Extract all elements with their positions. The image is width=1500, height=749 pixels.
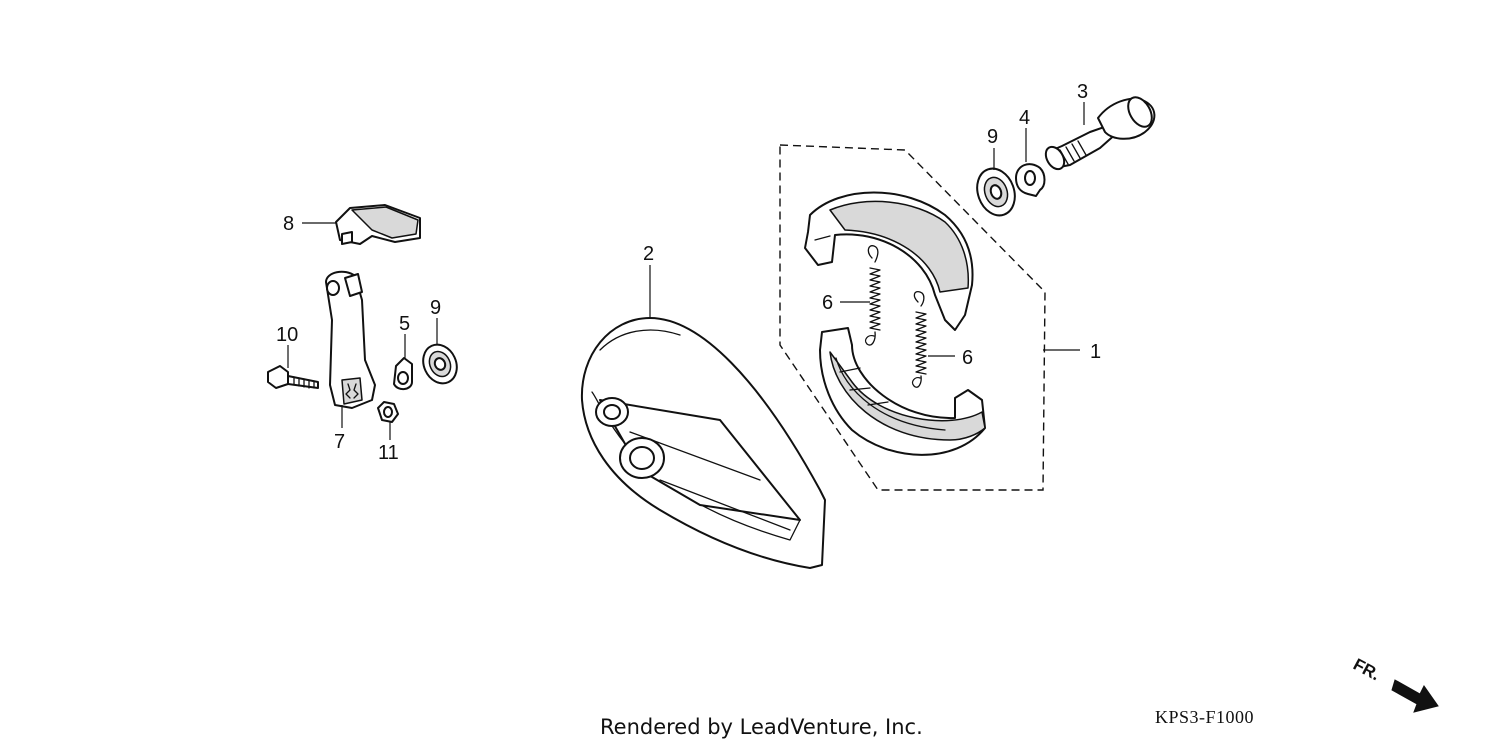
callout-1: 1 xyxy=(1090,341,1101,363)
direction-label: FR. xyxy=(1350,655,1383,685)
brake-shoe-assembly-group[interactable] xyxy=(779,144,1080,491)
brake-panel[interactable] xyxy=(580,265,826,569)
callout-5: 5 xyxy=(399,313,410,335)
callout-9-upper: 9 xyxy=(987,126,998,148)
brake-arm-bracket[interactable] xyxy=(302,204,421,245)
callout-11: 11 xyxy=(378,442,399,464)
arrow-down-right-icon xyxy=(1391,679,1439,713)
dust-seal-lower[interactable] xyxy=(417,318,463,389)
diagram-code: KPS3-F1000 xyxy=(1155,707,1255,727)
brake-shoe-upper[interactable] xyxy=(804,191,974,331)
callout-6-right: 6 xyxy=(962,347,973,369)
callout-4: 4 xyxy=(1019,107,1030,129)
callout-6-left: 6 xyxy=(822,292,833,314)
lock-washer[interactable] xyxy=(393,334,413,390)
wear-indicator-plate[interactable] xyxy=(1015,128,1046,197)
brake-cam-shaft[interactable] xyxy=(1042,93,1157,172)
callout-10: 10 xyxy=(276,324,298,346)
return-spring-right[interactable] xyxy=(911,290,927,388)
dust-seal-upper[interactable] xyxy=(971,148,1021,221)
callout-2: 2 xyxy=(643,243,654,265)
callout-3: 3 xyxy=(1077,81,1088,103)
callout-8: 8 xyxy=(283,213,294,235)
hex-nut[interactable] xyxy=(377,401,399,440)
assembly-outline xyxy=(779,144,1046,491)
brake-shoe-lower[interactable] xyxy=(819,327,986,456)
flange-bolt[interactable] xyxy=(267,345,319,389)
render-credit: Rendered by LeadVenture, Inc. xyxy=(600,715,923,739)
brake-arm[interactable] xyxy=(325,270,376,428)
callout-9-lower: 9 xyxy=(430,297,441,319)
front-direction-indicator: FR. xyxy=(1350,655,1439,713)
return-spring-left[interactable] xyxy=(864,245,881,346)
callout-7: 7 xyxy=(334,431,345,453)
